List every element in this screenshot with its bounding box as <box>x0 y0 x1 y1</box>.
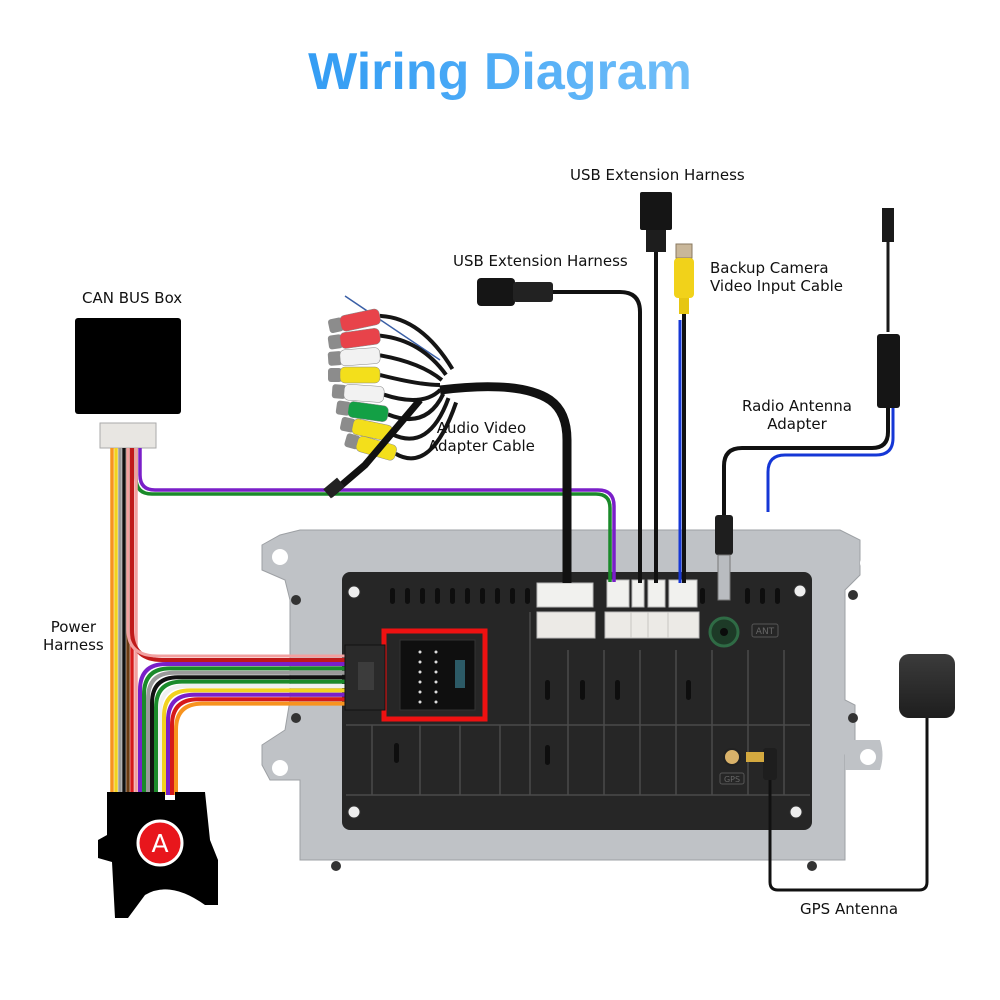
rca-plug-yellow <box>340 397 451 442</box>
can-bus-box <box>75 318 181 449</box>
aux-ports-lower <box>604 611 700 639</box>
screw-icon <box>347 805 361 819</box>
screw-icon <box>331 861 341 871</box>
mount-hole <box>272 549 288 565</box>
mount-hole <box>860 749 876 765</box>
label-radio-antenna: Radio Antenna Adapter <box>742 397 852 433</box>
power-harness-bundle <box>138 662 350 795</box>
can-power-wire <box>126 448 350 658</box>
label-radio-antenna-line1: Radio Antenna <box>742 397 853 415</box>
power-bundle-wire <box>142 666 350 795</box>
label-audio-video-line1: Audio Video <box>436 419 527 437</box>
screw-icon <box>347 585 361 599</box>
mount-hole <box>860 555 876 571</box>
radio-antenna-adapter <box>715 208 900 601</box>
gps-antenna <box>746 654 955 892</box>
screw-icon <box>793 584 807 598</box>
power-bundle-wire <box>174 701 350 795</box>
usb-port <box>647 579 666 608</box>
screw-icon <box>291 713 301 723</box>
label-radio-antenna-line2: Adapter <box>767 415 827 433</box>
label-can-bus: CAN BUS Box <box>82 289 183 307</box>
label-usb-left: USB Extension Harness <box>453 252 628 270</box>
usb-port <box>631 579 645 608</box>
audio-video-adapter-cable <box>323 295 572 583</box>
label-backup-camera: Backup Camera Video Input Cable <box>710 259 843 295</box>
camera-port <box>668 579 698 608</box>
rca-plug-green <box>335 393 446 422</box>
head-unit-connectors: ANT GPS <box>536 579 779 785</box>
av-port <box>536 582 594 608</box>
rca-plug-white <box>327 347 444 382</box>
usb-extension-left <box>477 278 642 583</box>
label-audio-video: Audio Video Adapter Cable <box>428 419 535 455</box>
label-power-harness-line1: Power <box>50 618 97 636</box>
power-bundle-wire <box>162 688 350 795</box>
label-power-harness: Power Harness <box>43 618 104 654</box>
screw-icon <box>848 590 858 600</box>
power-bundle-wire <box>146 670 350 795</box>
screw-icon <box>789 805 803 819</box>
power-bundle-wire <box>166 692 350 795</box>
power-bundle-wire <box>150 675 350 795</box>
connector-badge <box>136 819 184 867</box>
gps-port-label: GPS <box>724 775 740 784</box>
rca-plug-yellow <box>328 366 441 387</box>
can-bus-connector <box>99 422 157 449</box>
mount-hole <box>272 760 288 776</box>
rca-plug-red <box>327 328 448 376</box>
av-port-lower <box>536 611 596 639</box>
screw-icon <box>291 595 301 605</box>
label-gps-antenna: GPS Antenna <box>800 900 899 918</box>
ant-port-label: ANT <box>756 627 775 637</box>
can-port <box>606 579 630 608</box>
rca-plug-red <box>328 308 455 371</box>
label-backup-camera-line2: Video Input Cable <box>710 277 843 295</box>
label-audio-video-line2: Adapter Cable <box>428 437 535 455</box>
connector-badge-letter: A <box>151 829 168 858</box>
power-bundle-wire <box>138 662 350 795</box>
label-backup-camera-line1: Backup Camera <box>710 259 829 277</box>
power-bundle-wire <box>170 697 350 795</box>
gps-socket <box>723 748 741 766</box>
power-bundle-wire <box>158 684 350 795</box>
label-usb-top: USB Extension Harness <box>570 166 745 184</box>
vent-slots <box>390 588 780 604</box>
power-bundle-wire <box>154 679 350 795</box>
screw-icon <box>848 713 858 723</box>
backup-camera-cable <box>674 243 694 583</box>
usb-extension-top <box>640 192 672 583</box>
label-power-harness-line2: Harness <box>43 636 104 654</box>
screw-icon <box>807 861 817 871</box>
power-connector-a: A <box>98 792 218 918</box>
